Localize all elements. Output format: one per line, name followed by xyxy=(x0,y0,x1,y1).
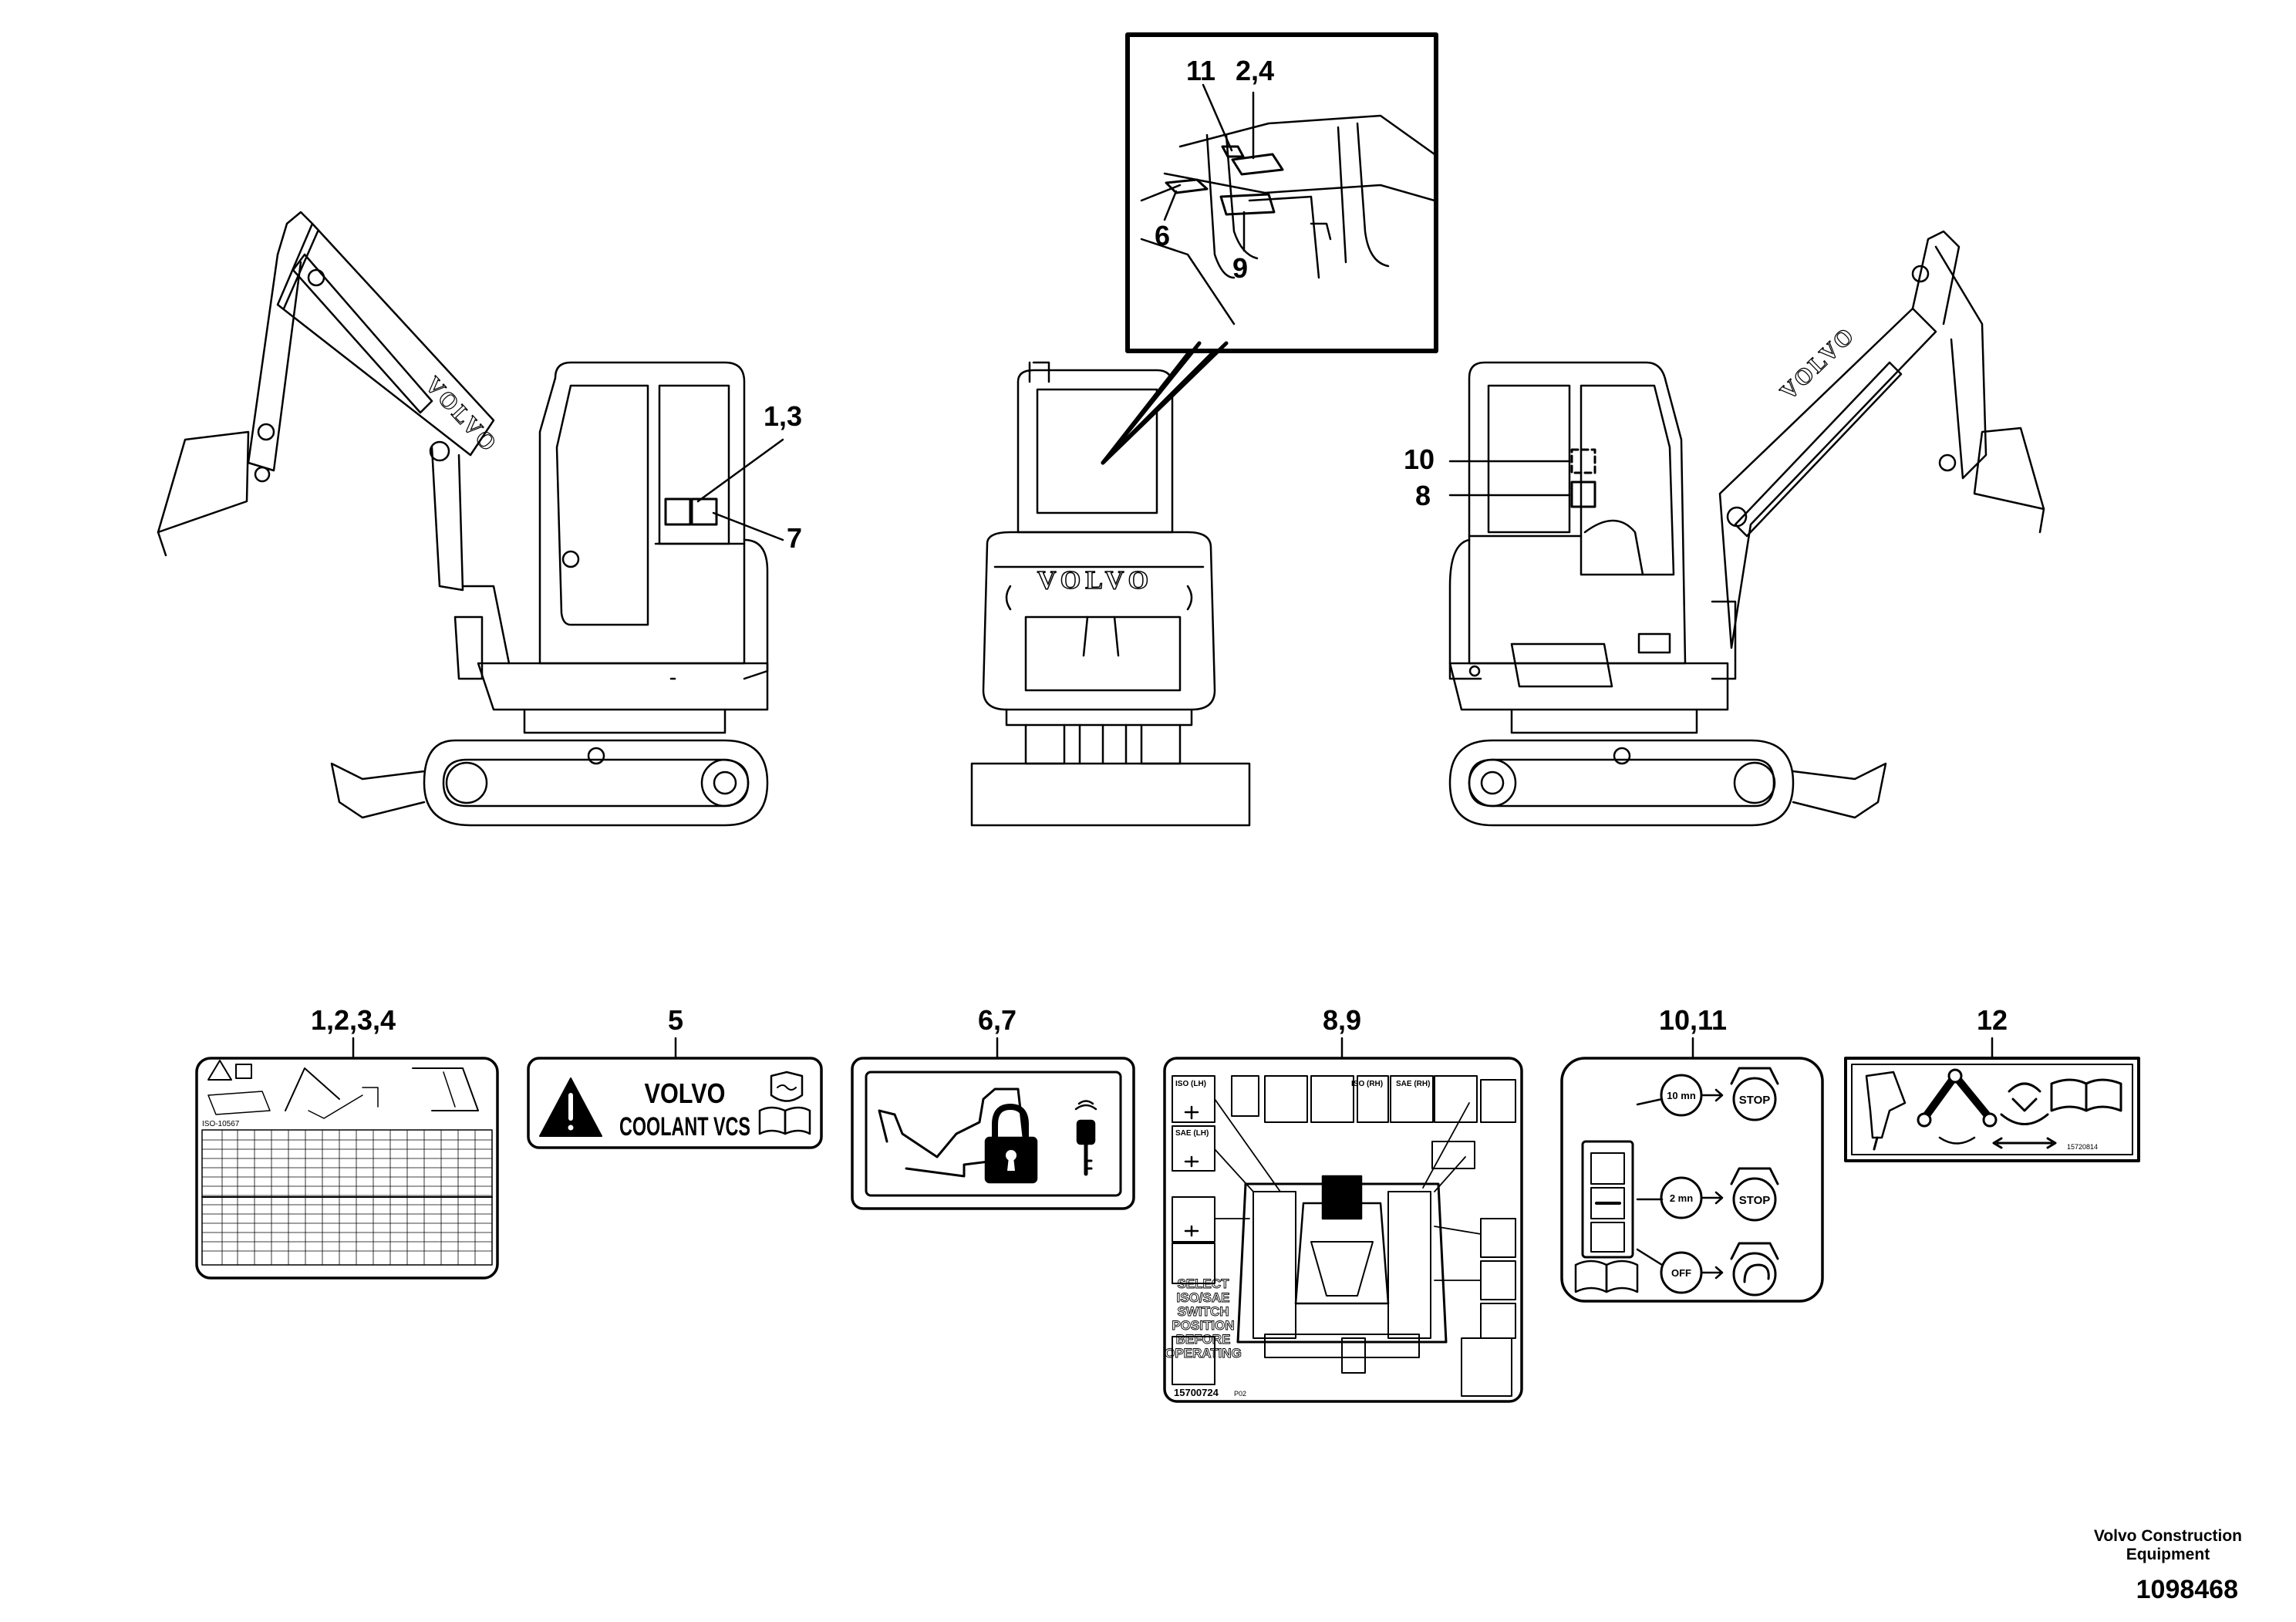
decal-load-chart xyxy=(195,1057,499,1280)
right-boom-brand: VOLVO xyxy=(1775,322,1860,405)
iso-sae-warning: SELECT ISO/SAE SWITCH POSITION BEFORE OP… xyxy=(1165,1276,1242,1361)
callout-10: 10 xyxy=(1404,443,1435,475)
drawing-number: 1098468 xyxy=(2136,1575,2238,1604)
decal-auto-idle xyxy=(1560,1057,1824,1303)
callout-labels: 11 2,4 6 9 1,3 7 10 8 xyxy=(764,55,1435,554)
decal-title-5: 5 xyxy=(668,1004,683,1036)
company-name: Volvo Construction Equipment xyxy=(2094,1527,2242,1564)
warn-line: POSITION xyxy=(1172,1318,1234,1333)
decal-title-12: 12 xyxy=(1977,1004,2008,1036)
control-pattern-rev: P02 xyxy=(1234,1390,1246,1398)
decal-control-pattern xyxy=(1163,1057,1523,1403)
warn-line: BEFORE xyxy=(1176,1332,1231,1347)
callout-8: 8 xyxy=(1415,480,1431,511)
warn-line: SELECT xyxy=(1177,1276,1229,1291)
callout-11: 11 xyxy=(1186,55,1215,86)
callout-7: 7 xyxy=(787,522,802,554)
machine-right-view xyxy=(1448,230,2045,827)
decal-title-1: 1,2,3,4 xyxy=(311,1004,396,1036)
company-line2: Equipment xyxy=(2126,1546,2210,1563)
front-brand: VOLVO xyxy=(1037,566,1153,595)
sae-lh-label: SAE (LH) xyxy=(1175,1129,1209,1138)
decal-title-6: 6,7 xyxy=(978,1004,1017,1036)
auto-idle-labels: 10 mn 2 mn OFF STOP STOP xyxy=(1667,1090,1770,1279)
zoom-inset xyxy=(1101,32,1438,465)
decal-coolant xyxy=(527,1057,823,1149)
timer-2mn: 2 mn xyxy=(1670,1192,1693,1204)
stop-label: STOP xyxy=(1739,1194,1771,1207)
callout-9: 9 xyxy=(1232,252,1248,284)
callout-2-4: 2,4 xyxy=(1236,55,1274,86)
decal-immobilizer xyxy=(851,1057,1135,1210)
warn-line: SWITCH xyxy=(1177,1304,1229,1319)
leader-lines xyxy=(696,83,1571,541)
warn-line: ISO/SAE xyxy=(1177,1290,1230,1305)
stop-label: STOP xyxy=(1739,1094,1771,1107)
timer-off: OFF xyxy=(1671,1267,1691,1279)
iso-lh-label: ISO (LH) xyxy=(1175,1080,1206,1088)
control-pattern-labels: ISO (LH) ISO (RH) SAE (RH) SAE (LH) xyxy=(1175,1080,1430,1138)
warn-line: OPERATING xyxy=(1165,1346,1242,1361)
company-line1: Volvo Construction xyxy=(2093,1527,2242,1545)
sae-rh-label: SAE (RH) xyxy=(1396,1080,1430,1088)
decal-title-10: 10,11 xyxy=(1659,1004,1727,1036)
timer-10mn: 10 mn xyxy=(1667,1090,1696,1101)
iso-rh-label: ISO (RH) xyxy=(1351,1080,1383,1088)
coolant-line1: VOLVO xyxy=(645,1077,726,1109)
hammer-partno: 15720814 xyxy=(2067,1143,2098,1151)
decal-titles: 1,2,3,4 5 6,7 8,9 10,11 12 xyxy=(311,1004,2008,1036)
decal-hammer xyxy=(1844,1057,2140,1162)
decal-title-8: 8,9 xyxy=(1323,1004,1361,1036)
load-chart-standard: ISO-10567 xyxy=(202,1120,240,1128)
machine-left-view xyxy=(157,211,769,827)
coolant-line2: COOLANT VCS xyxy=(619,1112,750,1141)
machine-front-view xyxy=(970,361,1251,827)
control-pattern-partno: 15700724 xyxy=(1174,1387,1219,1398)
callout-6: 6 xyxy=(1155,220,1170,251)
callout-1-3: 1,3 xyxy=(764,400,802,432)
